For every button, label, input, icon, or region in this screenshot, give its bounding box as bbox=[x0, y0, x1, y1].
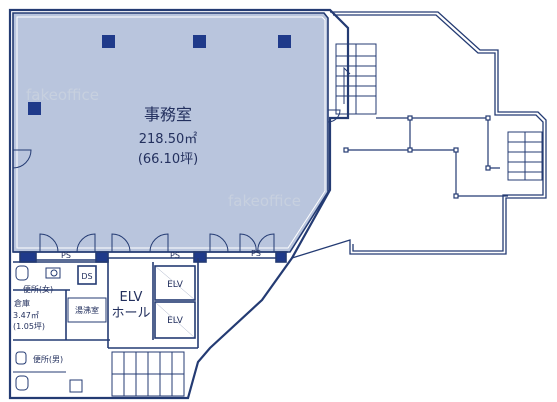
ps-label: PS bbox=[251, 249, 261, 258]
elevator-label: ELV bbox=[167, 316, 184, 326]
kitchenette bbox=[67, 297, 107, 323]
office-title: 事務室 bbox=[144, 105, 192, 124]
kitchenette-label: 湯沸室 bbox=[75, 305, 99, 315]
structural-column bbox=[278, 35, 291, 48]
ds-label: DS bbox=[81, 272, 92, 281]
elv-hall-label-1: ELV bbox=[120, 290, 143, 305]
terrace-piping bbox=[343, 115, 508, 199]
elv-hall-label-2: ホール bbox=[111, 306, 150, 321]
mens-toilet-label: 便所(男) bbox=[33, 354, 63, 364]
storage-area-sqm: 3.47㎡ bbox=[13, 311, 39, 320]
terrace-outline bbox=[291, 11, 547, 259]
office-area-tsubo: (66.10坪) bbox=[138, 152, 198, 167]
side-stair bbox=[507, 131, 543, 181]
ps-label: PS bbox=[170, 251, 180, 260]
watermark: fakeoffice bbox=[26, 86, 99, 104]
rear-stair bbox=[335, 43, 377, 115]
office-doors bbox=[12, 109, 341, 253]
storage-area-tsubo: (1.05坪) bbox=[13, 322, 45, 331]
ps-label: PS bbox=[61, 251, 71, 260]
core-walls bbox=[13, 251, 288, 349]
structural-column bbox=[102, 35, 115, 48]
womens-toilet-fixtures bbox=[15, 265, 61, 281]
structural-column bbox=[193, 35, 206, 48]
structural-column bbox=[28, 102, 41, 115]
watermark: fakeoffice bbox=[228, 192, 301, 210]
mens-toilet-fixtures bbox=[13, 351, 83, 393]
office-area-sqm: 218.50㎡ bbox=[139, 132, 198, 147]
storage-label: 倉庫 bbox=[14, 298, 30, 308]
elevator-label: ELV bbox=[167, 280, 184, 290]
womens-toilet-label: 便所(女) bbox=[23, 284, 53, 294]
main-stair bbox=[111, 351, 185, 397]
